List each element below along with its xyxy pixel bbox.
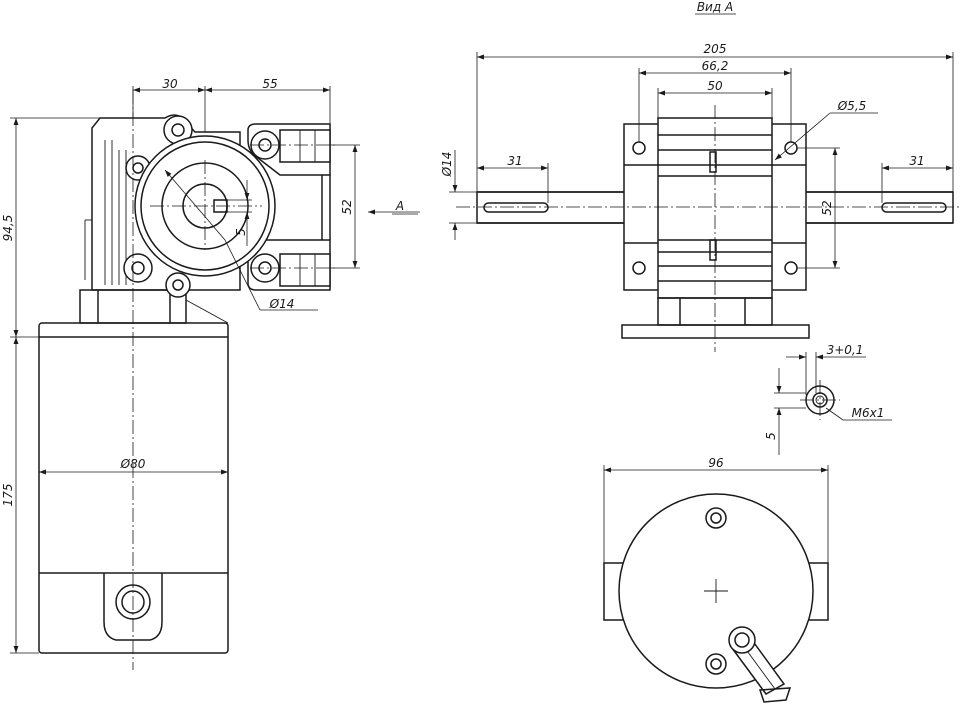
dim-label: M6x1 <box>852 406 885 420</box>
end-view: 96 <box>603 456 829 703</box>
view-arrow-a: А <box>368 199 420 215</box>
gearbox-housing <box>84 114 241 298</box>
dim-175: 175 <box>1 337 39 654</box>
dim-label: 52 <box>820 200 834 215</box>
dim-label: 55 <box>262 77 277 91</box>
dim-label: 96 <box>708 456 724 470</box>
dim-label: Ø14 <box>440 152 454 178</box>
thread-detail: 3+0,1 M6x1 5 <box>764 343 892 455</box>
dim-label: 5 <box>234 228 248 236</box>
view-a: Вид А <box>440 0 962 352</box>
dim-30: 30 <box>132 77 206 132</box>
dim-label: 52 <box>340 199 354 214</box>
dim-label: 175 <box>1 484 15 507</box>
dim-label: 30 <box>162 77 178 91</box>
motor-body <box>38 322 229 654</box>
dim-52-view: 52 <box>797 147 840 269</box>
dim-dia-14-side: Ø14 <box>164 169 318 311</box>
dim-50: 50 <box>657 79 773 118</box>
dim-dia-5-5: Ø5,5 <box>774 99 878 161</box>
dim-label: 5 <box>764 432 778 440</box>
dim-dia-14-view: Ø14 <box>440 150 477 240</box>
view-arrow-label: А <box>395 199 404 213</box>
side-view: 30 55 94,5 175 52 <box>1 77 420 670</box>
view-title: Вид А <box>697 0 733 14</box>
dim-55: 55 <box>205 77 331 124</box>
motor-base <box>621 297 810 339</box>
dim-label: 50 <box>707 79 723 93</box>
dim-label: 31 <box>909 154 924 168</box>
dim-label: Ø14 <box>269 297 295 311</box>
dim-66-2: 66,2 <box>638 59 792 142</box>
dim-label: 205 <box>704 42 727 56</box>
dim-94-5: 94,5 <box>1 117 100 338</box>
dim-label: 94,5 <box>1 215 15 242</box>
dim-dia-80: Ø80 <box>39 457 228 475</box>
dim-label: 66,2 <box>702 59 729 73</box>
motor-adapter <box>79 289 229 324</box>
dim-label: 31 <box>507 154 522 168</box>
mounting-flange <box>247 123 331 291</box>
dim-31-left: 31 <box>477 154 549 203</box>
dim-5-key: 5 <box>227 180 252 246</box>
dim-52-side: 52 <box>330 144 360 269</box>
dim-31-right: 31 <box>881 154 953 203</box>
dim-label: Ø80 <box>120 457 146 471</box>
dim-label: 3+0,1 <box>827 343 864 357</box>
dim-label: Ø5,5 <box>837 99 867 113</box>
